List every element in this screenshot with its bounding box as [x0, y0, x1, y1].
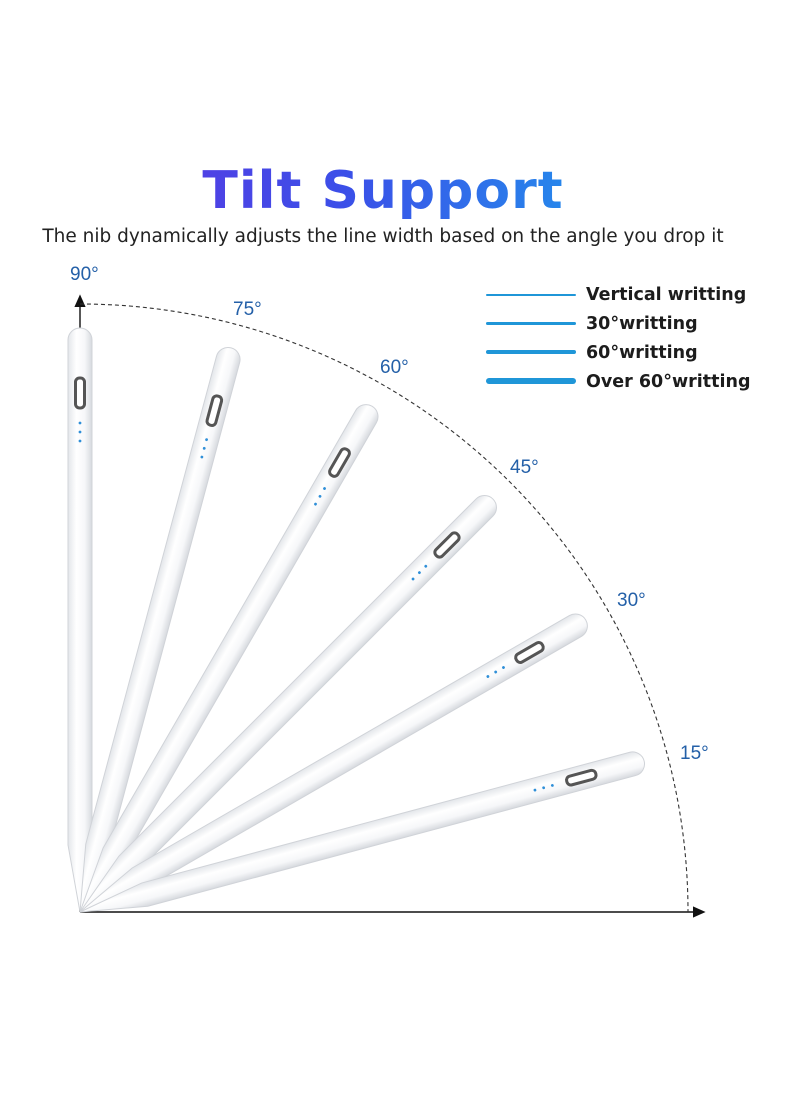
legend-item: Over 60°writting [486, 369, 786, 398]
line-sample-thin [486, 294, 576, 296]
legend-item: 30°writting [486, 311, 786, 340]
legend-label: 30°writting [586, 314, 698, 334]
legend-label: 60°writting [586, 343, 698, 363]
stylus-pen-icon [67, 327, 93, 913]
stylus-pen-icon [79, 751, 645, 913]
indicator-dots-icon [411, 564, 428, 581]
legend-label: Over 60°writting [586, 372, 751, 392]
indicator-dots-icon [533, 784, 554, 792]
legend-label: Vertical writting [586, 285, 747, 305]
charge-port-icon [433, 531, 461, 559]
indicator-dots-icon [486, 666, 505, 678]
legend-item: Vertical writting [486, 282, 786, 311]
angle-label-90: 90° [70, 264, 99, 285]
indicator-dots-icon [78, 421, 82, 443]
charge-port-icon [74, 376, 86, 410]
angle-label-30: 30° [617, 590, 646, 611]
indicator-dots-icon [200, 438, 208, 459]
stylus-pen-icon [79, 404, 379, 913]
angle-label-75: 75° [233, 299, 262, 320]
angle-label-45: 45° [510, 457, 539, 478]
legend-item: 60°writting [486, 340, 786, 369]
line-sample-medium [486, 322, 576, 325]
charge-port-icon [328, 447, 351, 478]
line-sample-thickest [486, 378, 576, 384]
angle-arc [79, 303, 689, 913]
charge-port-icon [565, 768, 598, 787]
stylus-pen-icon [79, 613, 588, 913]
charge-port-icon [205, 394, 224, 427]
line-sample-thick [486, 350, 576, 354]
stylus-pen-icon [79, 347, 241, 913]
line-width-legend: Vertical writting 30°writting 60°writtin… [486, 282, 786, 398]
stylus-pen-icon [79, 495, 497, 913]
page-title: Tilt Support [0, 160, 766, 222]
indicator-dots-icon [314, 487, 326, 506]
angle-label-60: 60° [380, 357, 409, 378]
page-subtitle: The nib dynamically adjusts the line wid… [42, 226, 724, 247]
angle-label-15: 15° [680, 743, 709, 764]
charge-port-icon [514, 641, 545, 664]
